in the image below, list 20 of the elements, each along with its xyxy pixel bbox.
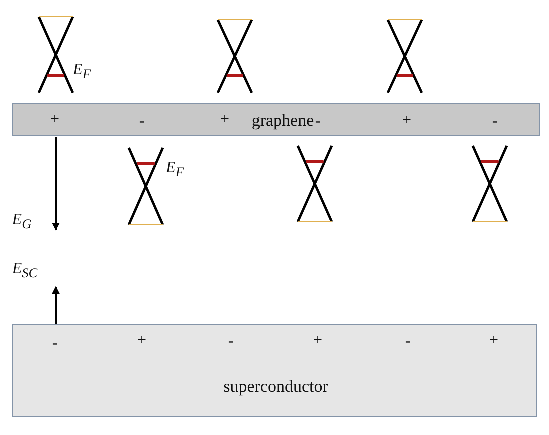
layer-label: superconductor	[224, 377, 328, 397]
charge-sign: +	[313, 332, 323, 350]
charge-sign: +	[137, 332, 147, 350]
energy-symbol: E$_{F}$	[73, 61, 91, 83]
charge-sign: -	[228, 333, 234, 351]
superconductor-layer	[12, 324, 537, 417]
energy-symbol: E$_{SC}$	[12, 260, 38, 282]
charge-sign: -	[405, 333, 411, 351]
charge-sign: +	[402, 112, 412, 130]
charge-sign: -	[492, 113, 498, 131]
charge-sign: +	[220, 111, 230, 129]
energy-symbol: E$_{F}$	[166, 159, 184, 181]
graphene-layer	[12, 103, 540, 136]
charge-sign: -	[52, 335, 58, 353]
charge-sign: +	[489, 332, 499, 350]
charge-sign: -	[315, 113, 321, 131]
layer-label: graphene	[252, 111, 314, 131]
charge-sign: -	[139, 113, 145, 131]
charge-sign: +	[50, 111, 60, 129]
energy-symbol: E$_{G}$	[12, 211, 32, 233]
